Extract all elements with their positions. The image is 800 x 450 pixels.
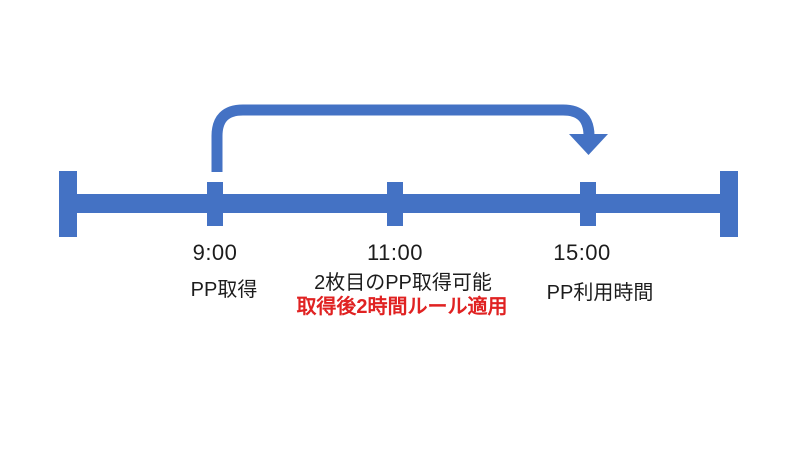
time-label-0900: 9:00	[192, 240, 238, 265]
timeline-endcap-right	[720, 171, 738, 237]
time-label-1100: 11:00	[367, 240, 423, 265]
arrow-connector	[211, 104, 595, 172]
label-two-hour-rule: 取得後2時間ルール適用	[296, 296, 508, 318]
timeline-endcap-left	[59, 171, 77, 237]
tick-1500	[580, 182, 596, 226]
time-label-1500: 15:00	[553, 240, 611, 265]
arrow-head-icon	[569, 134, 608, 155]
label-pp-usage-time: PP利用時間	[546, 282, 654, 304]
label-second-pp-available: 2枚目のPP取得可能	[314, 272, 492, 294]
tick-1100	[387, 182, 403, 226]
label-pp-acquire: PP取得	[190, 279, 258, 301]
tick-0900	[207, 182, 223, 226]
